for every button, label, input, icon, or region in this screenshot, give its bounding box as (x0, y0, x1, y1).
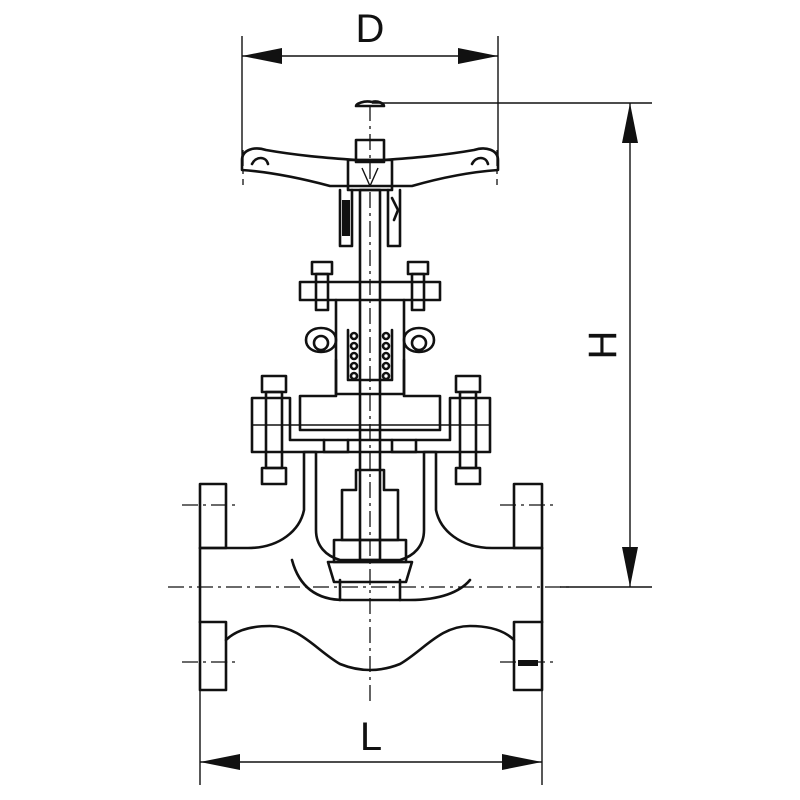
bonnet-studs (260, 374, 482, 486)
bonnet-stud-right (458, 390, 478, 470)
yoke-arm-left (338, 188, 354, 248)
bonnet-stud-nut-right-top (454, 374, 482, 394)
yoke-arm-right (386, 188, 402, 248)
flange-left-top (198, 482, 228, 550)
hub-key-line-b (369, 167, 379, 187)
packing-ring (349, 361, 359, 371)
packing-ring (349, 341, 359, 351)
packing-ring (381, 371, 391, 381)
packing-chamber (346, 328, 394, 382)
bonnet-gasket-left (322, 438, 350, 454)
body-upper-contour (198, 450, 544, 562)
dimension-d-arrow-right (458, 48, 498, 64)
gland-bolt-shank-left (314, 272, 330, 312)
handwheel-nut (354, 138, 386, 164)
body-lower-contour (198, 620, 544, 672)
handwheel-spoke-left (250, 156, 270, 166)
valve-disc (326, 468, 414, 584)
packing-ring (349, 331, 359, 341)
handwheel-spoke-right (470, 156, 490, 166)
bonnet-body (298, 358, 442, 432)
eyebolt-pin-left (312, 334, 330, 352)
packing-ring (381, 351, 391, 361)
flange-bolt-hole-right-bottom (518, 660, 538, 666)
dimension-h-arrow-bottom (622, 547, 638, 587)
dimension-l-arrow-left (200, 754, 240, 770)
stem-indicator (390, 196, 400, 222)
eyebolt-right (402, 326, 436, 354)
dimension-d-arrow-left (242, 48, 282, 64)
packing-ring (349, 371, 359, 381)
center-lines (168, 105, 570, 705)
end-flanges (198, 482, 544, 692)
packing-ring (349, 351, 359, 361)
gland-bolt-shank-right (410, 272, 426, 312)
bonnet-stud-nut-left-bottom (260, 466, 288, 486)
packing-rings (349, 331, 391, 381)
dimension-l-arrow-right (502, 754, 542, 770)
stem-top-nut (354, 100, 386, 108)
dimension-h-label: H (581, 331, 625, 360)
dimension-l: L (199, 690, 543, 785)
bonnet (250, 358, 492, 454)
dimension-d: D (241, 7, 499, 160)
hub-key-line-a (361, 167, 371, 187)
eyebolt-left (304, 326, 338, 354)
gland-bolts (304, 260, 436, 354)
gland-bolt-nut-left (310, 260, 334, 276)
body-seat-passage (290, 558, 472, 602)
dimension-d-label: D (356, 7, 385, 51)
stuffing-box (334, 298, 406, 396)
flange-right-top (512, 482, 544, 550)
bonnet-gasket-right (390, 438, 418, 454)
bonnet-stud-nut-left-top (260, 374, 288, 394)
packing-ring (381, 341, 391, 351)
gland-flange (298, 280, 442, 302)
bonnet-stud-left (264, 390, 284, 470)
dimension-h-arrow-top (622, 103, 638, 143)
packing-ring (381, 361, 391, 371)
stuffing-box-wall (334, 298, 406, 396)
handwheel-rim (240, 147, 500, 188)
flange-left-bottom (198, 620, 228, 692)
yoke-window-left (342, 200, 350, 236)
valve-body (198, 450, 544, 672)
valve-disc-face (326, 560, 414, 584)
eyebolt-pin-right (410, 334, 428, 352)
dimension-h: H (372, 102, 652, 588)
bonnet-stud-nut-right-bottom (454, 466, 482, 486)
flange-right-bottom (512, 620, 544, 692)
gland-bolt-nut-right (406, 260, 430, 276)
dimension-l-label: L (360, 715, 382, 759)
packing-ring (381, 331, 391, 341)
